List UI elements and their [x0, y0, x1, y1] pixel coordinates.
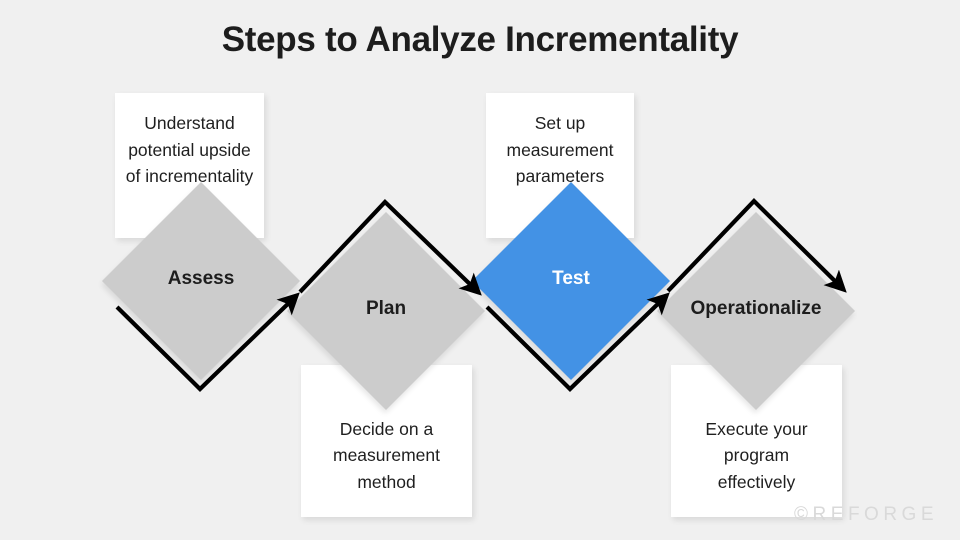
- step-label: Operationalize: [690, 298, 822, 319]
- reforge-watermark: ©REFORGE: [794, 504, 938, 525]
- step-description-text: Set up measurement parameters: [506, 113, 614, 186]
- step-label: Plan: [365, 298, 407, 319]
- step-description-text: Execute your program effectively: [705, 418, 808, 492]
- step-diamond-test[interactable]: Test: [472, 182, 670, 380]
- step-diamond-plan[interactable]: Plan: [287, 212, 485, 410]
- step-diamond-operationalize[interactable]: Operationalize: [657, 212, 855, 410]
- step-label: Test: [552, 268, 590, 289]
- page-title: Steps to Analyze Incrementality: [221, 20, 739, 59]
- step-description-text: Understand potential upside of increment…: [125, 113, 254, 186]
- step-diamond-assess[interactable]: Assess: [102, 182, 300, 380]
- step-label: Assess: [167, 268, 235, 289]
- step-description-text: Decide on a measurement method: [333, 418, 440, 492]
